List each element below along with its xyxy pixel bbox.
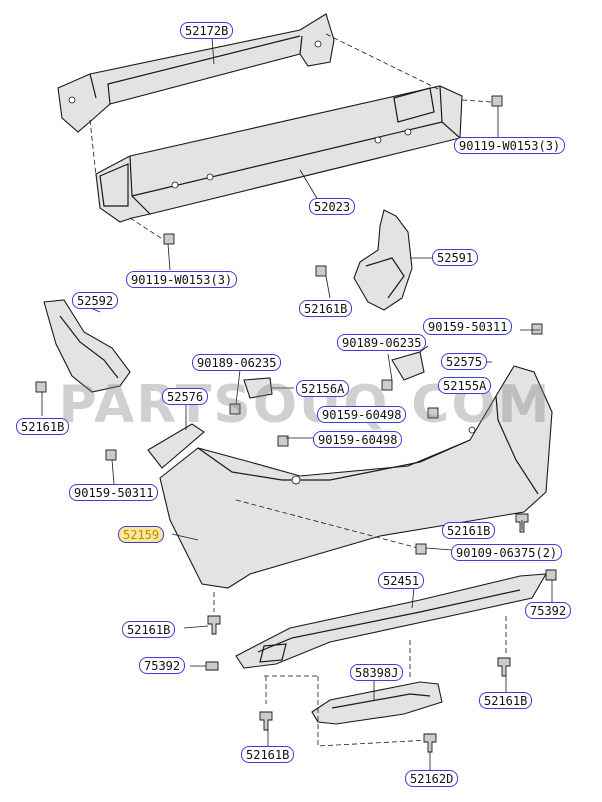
- part-number-text: 52161B: [304, 302, 348, 316]
- part-label-52451[interactable]: 52451: [378, 572, 425, 589]
- part-number-text: 52172B: [185, 24, 229, 38]
- part-number-text: 52591: [437, 251, 474, 265]
- part-label-90159-60498-a[interactable]: 90159-60498: [317, 406, 407, 423]
- part-label-52161b-c[interactable]: 52161B: [442, 522, 496, 539]
- part-label-90159-50311-right[interactable]: 90159-50311: [423, 318, 513, 335]
- part-number-text: 75392: [530, 604, 567, 618]
- part-number-text: 52155A: [443, 379, 487, 393]
- part-label-52161b-d[interactable]: 52161B: [122, 621, 176, 638]
- part-number-text: 90159-60498: [322, 408, 402, 422]
- part-label-52161b-a[interactable]: 52161B: [299, 300, 353, 317]
- part-label-58398j[interactable]: 58398J: [350, 664, 404, 681]
- part-label-52592[interactable]: 52592: [72, 292, 119, 309]
- part-label-90109-06375[interactable]: 90109-06375(2): [451, 544, 563, 561]
- left-side-bracket-part: [43, 299, 131, 393]
- part-number-text: 90159-50311: [74, 486, 154, 500]
- part-number-text: 90109-06375(2): [456, 546, 558, 560]
- part-label-75392-left[interactable]: 75392: [139, 657, 186, 674]
- part-label-52161b-e[interactable]: 52161B: [479, 692, 533, 709]
- part-label-52162d[interactable]: 52162D: [405, 770, 459, 787]
- part-label-75392-right[interactable]: 75392: [525, 602, 572, 619]
- part-label-52023[interactable]: 52023: [309, 198, 356, 215]
- part-number-text: 58398J: [355, 666, 399, 680]
- right-side-bracket-part: [353, 209, 413, 311]
- part-number-text: 52575: [446, 355, 483, 369]
- part-number-text: 52161B: [127, 623, 171, 637]
- part-label-52156a[interactable]: 52156A: [296, 380, 350, 397]
- part-label-52159[interactable]: 52159: [118, 526, 165, 543]
- part-label-52161b-b[interactable]: 52161B: [16, 418, 70, 435]
- part-number-text: 90119-W0153(3): [131, 273, 233, 287]
- part-number-text: 52161B: [21, 420, 65, 434]
- part-number-text: 52161B: [484, 694, 528, 708]
- upper-reinforcement-part: [57, 13, 335, 133]
- part-number-text: 52162D: [410, 772, 454, 786]
- part-label-90189-06235-left[interactable]: 90189-06235: [192, 354, 282, 371]
- part-number-text: 90119-W0153(3): [459, 139, 561, 153]
- part-number-text: 90189-06235: [197, 356, 277, 370]
- part-label-52576[interactable]: 52576: [162, 388, 209, 405]
- part-number-text: 52159: [123, 528, 160, 542]
- part-number-text: 90189-06235: [342, 336, 422, 350]
- part-label-90119-w0153-top[interactable]: 90119-W0153(3): [454, 137, 566, 154]
- part-number-text: 52451: [383, 574, 420, 588]
- part-label-90159-50311-left[interactable]: 90159-50311: [69, 484, 159, 501]
- under-cover-part: [311, 681, 443, 725]
- part-label-90119-w0153-left[interactable]: 90119-W0153(3): [126, 271, 238, 288]
- part-number-text: 52023: [314, 200, 351, 214]
- part-label-90189-06235-right[interactable]: 90189-06235: [337, 334, 427, 351]
- part-label-52591[interactable]: 52591: [432, 249, 479, 266]
- part-number-text: 52161B: [246, 748, 290, 762]
- part-label-52161b-f[interactable]: 52161B: [241, 746, 295, 763]
- part-number-text: 52576: [167, 390, 204, 404]
- lower-diffuser-part: [235, 573, 548, 669]
- part-number-text: 90159-50311: [428, 320, 508, 334]
- part-number-text: 75392: [144, 659, 181, 673]
- part-label-90159-60498-b[interactable]: 90159-60498: [313, 431, 403, 448]
- part-label-52172b[interactable]: 52172B: [180, 22, 234, 39]
- part-number-text: 52156A: [301, 382, 345, 396]
- clip-icon: [35, 265, 557, 753]
- part-number-text: 52592: [77, 294, 114, 308]
- part-label-52155a[interactable]: 52155A: [438, 377, 492, 394]
- part-label-52575[interactable]: 52575: [441, 353, 488, 370]
- part-number-text: 52161B: [447, 524, 491, 538]
- bolt-icon: [163, 95, 503, 245]
- bumper-cover-part: [159, 365, 553, 589]
- part-number-text: 90159-60498: [318, 433, 398, 447]
- rear-bumper-reinforcement-part: [95, 85, 463, 223]
- retainer-part: [147, 351, 425, 469]
